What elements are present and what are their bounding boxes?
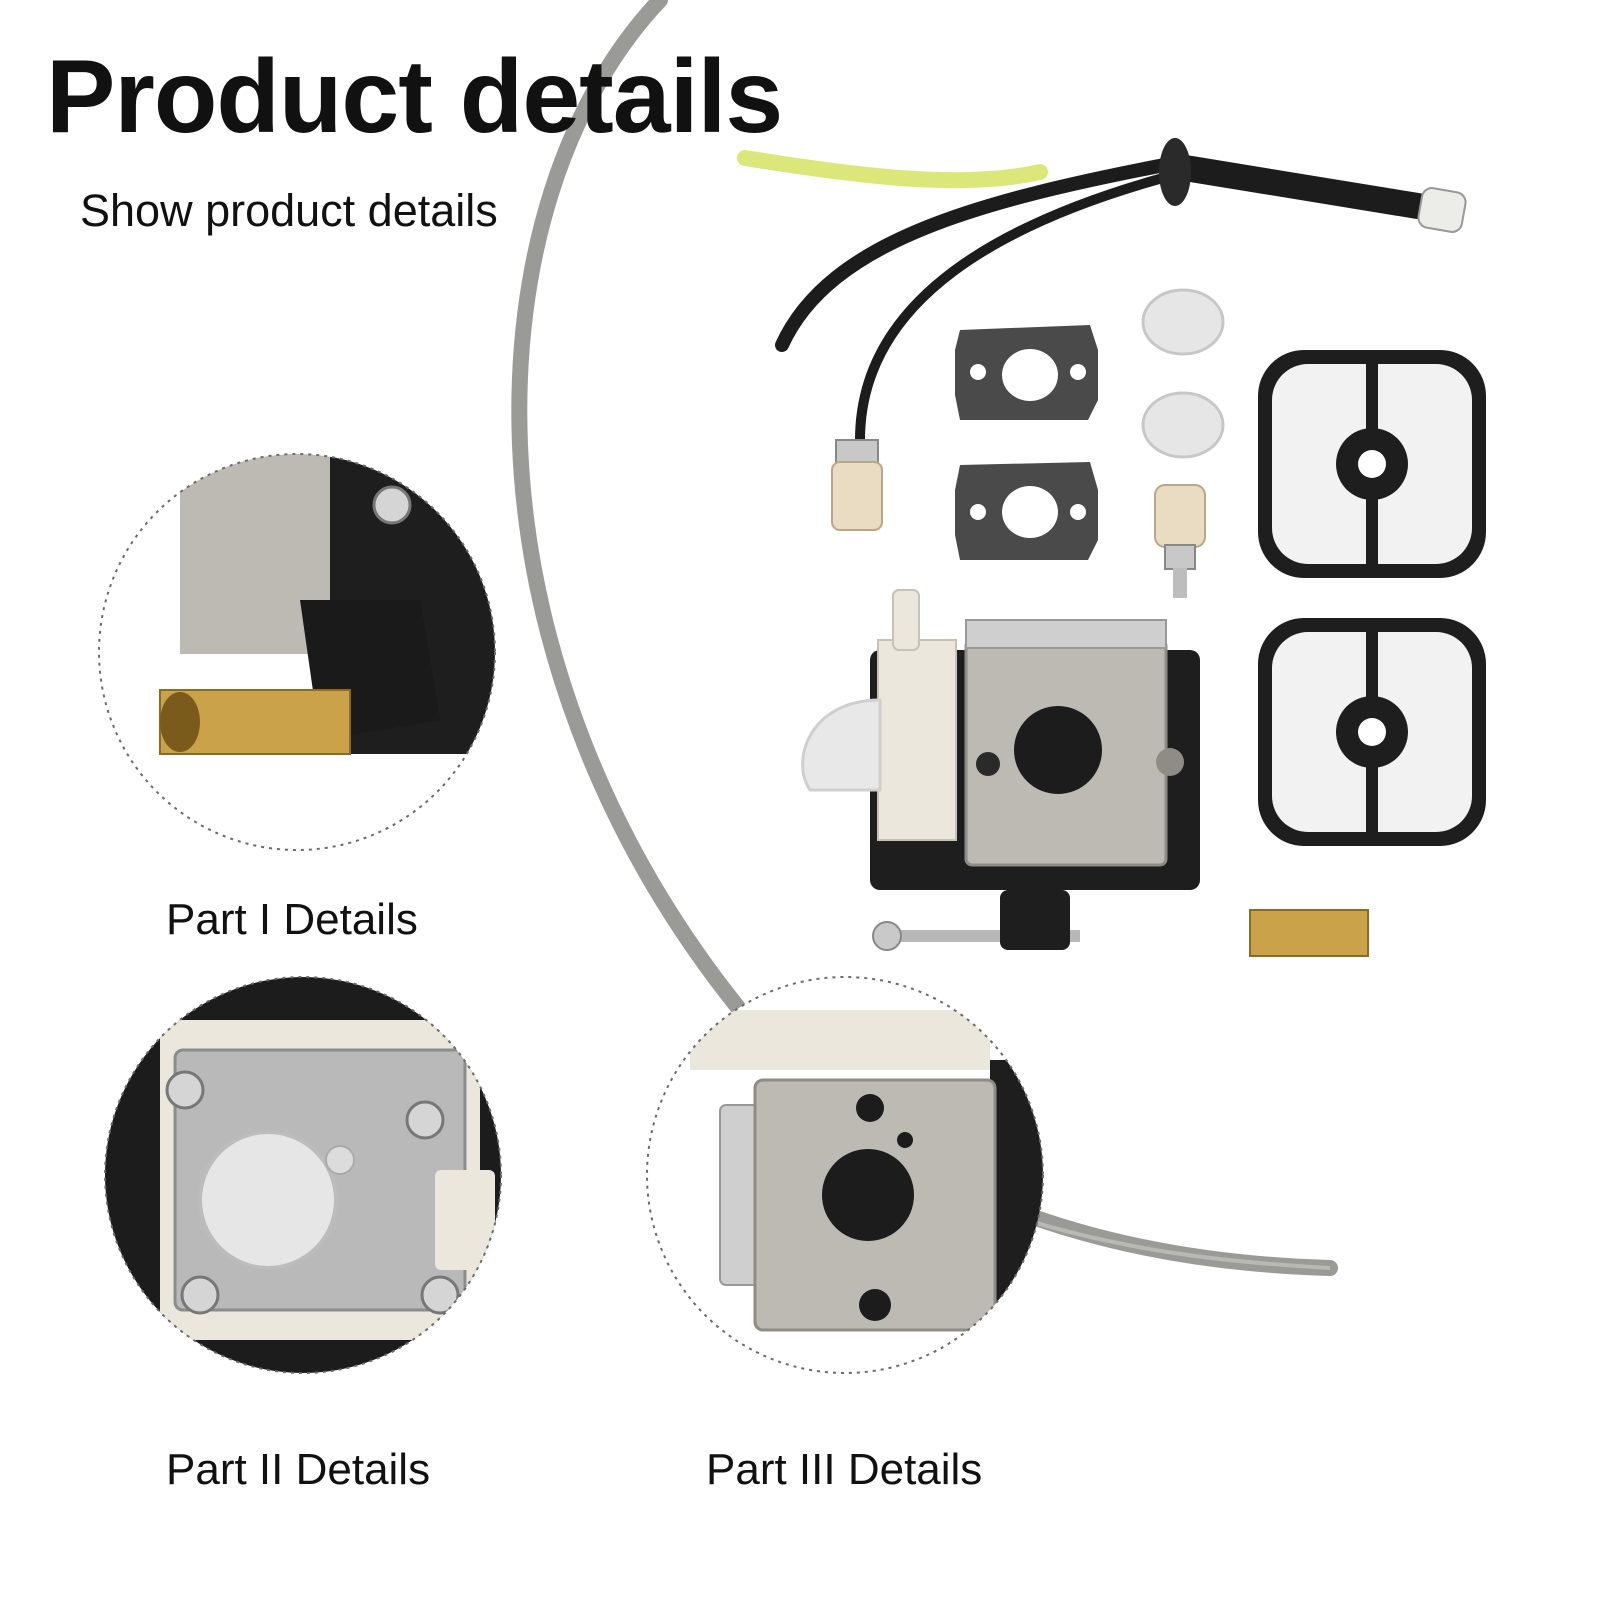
- caption-part-3: Part III Details: [706, 1445, 983, 1494]
- caption-part-2: Part II Details: [166, 1445, 431, 1494]
- page-title: Product details: [46, 39, 783, 155]
- page-subtitle: Show product details: [80, 185, 498, 236]
- caption-part-1: Part I Details: [166, 895, 418, 944]
